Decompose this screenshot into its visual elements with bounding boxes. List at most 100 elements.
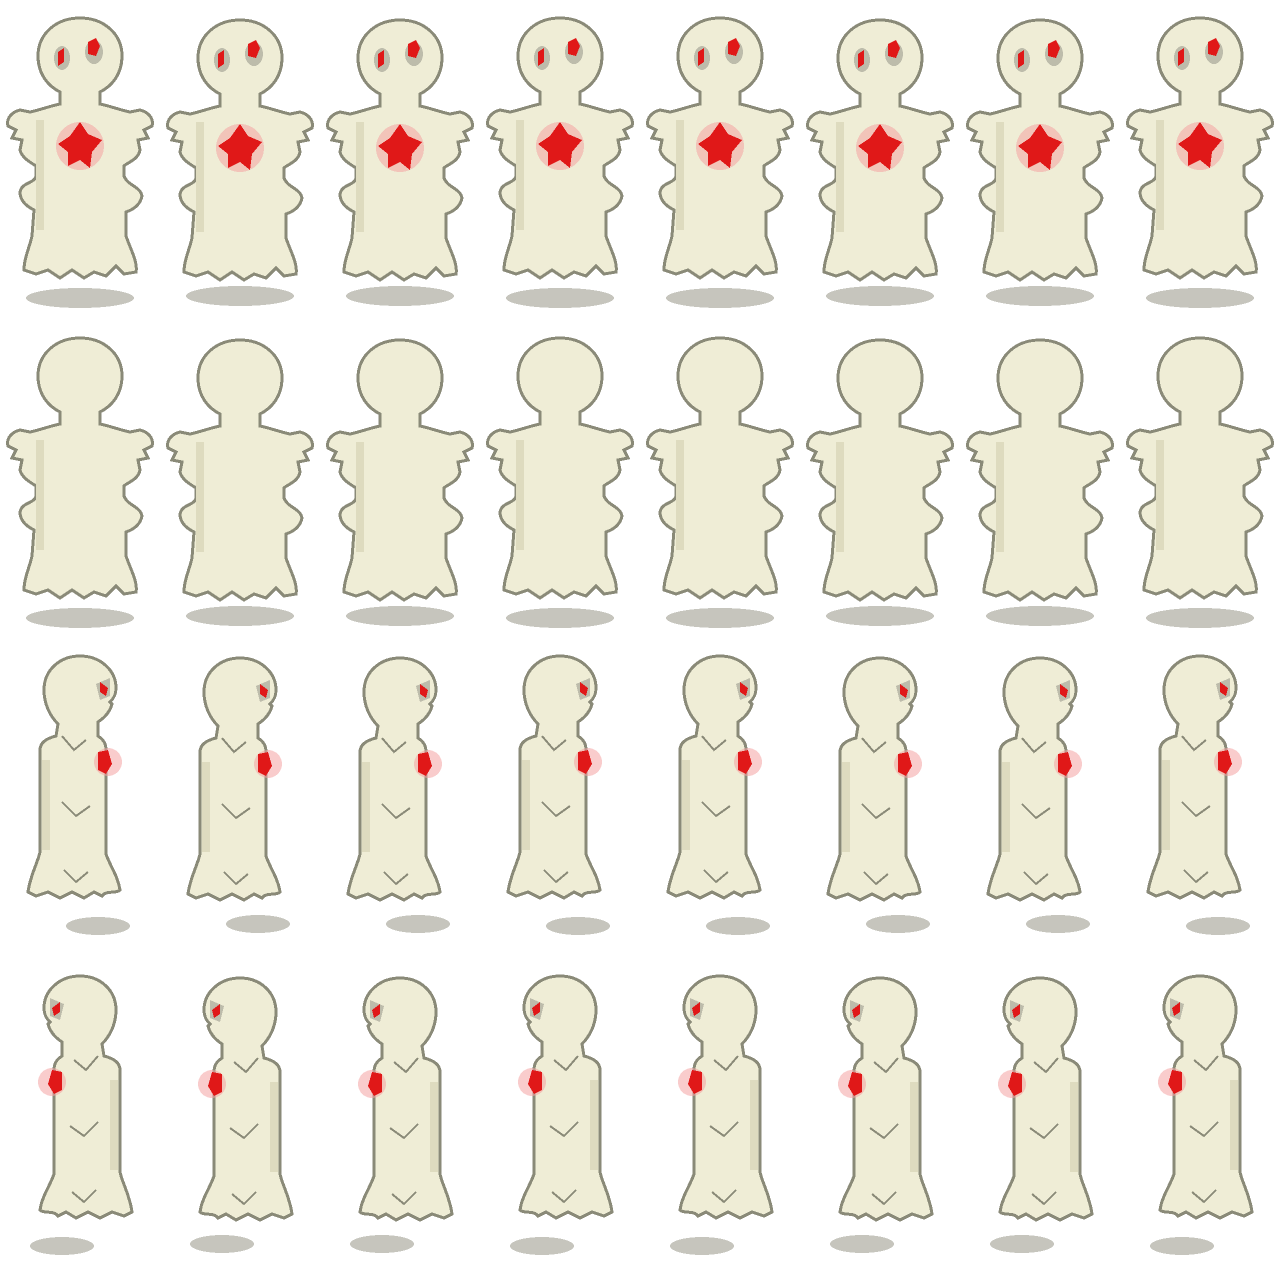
- sprite-frame-left-5: [640, 960, 800, 1280]
- sprite-frame-left-4: [480, 960, 640, 1280]
- ghost-body: [666, 654, 762, 900]
- eye-left: [698, 48, 704, 66]
- eye-left: [218, 50, 224, 68]
- ghost-silhouette: [166, 338, 314, 602]
- ghost-shadow: [506, 288, 614, 308]
- sprite-frame-left-6: [800, 960, 960, 1280]
- ghost-sprite: [830, 976, 934, 1253]
- ghost-sprite: [666, 654, 770, 935]
- fold-line: [863, 871, 889, 886]
- sprite-frame-left-1: [0, 960, 160, 1280]
- sprite-frame-right-5: [640, 640, 800, 960]
- eye-right: [568, 38, 580, 56]
- sprite-frame-left-8: [1120, 960, 1280, 1280]
- body-shade: [996, 122, 1004, 232]
- ghost-body: [806, 18, 954, 282]
- ghost-body: [998, 976, 1094, 1222]
- sprite-frame-right-2: [160, 640, 320, 960]
- ghost-sprite: [646, 16, 794, 308]
- fold-line: [1193, 1055, 1219, 1072]
- fold-line: [221, 737, 247, 754]
- ghost-sprite: [30, 974, 134, 1255]
- ghost-body: [1126, 16, 1274, 280]
- ghost-shadow: [1026, 915, 1090, 933]
- ghost-sprite: [166, 18, 314, 306]
- ghost-silhouette: [826, 656, 922, 902]
- fold-line: [229, 1123, 259, 1140]
- heart: [1218, 750, 1232, 774]
- ghost-shadow: [26, 608, 134, 628]
- ghost-body: [838, 976, 934, 1222]
- ghost-shadow: [1150, 1237, 1214, 1255]
- ghost-body: [486, 336, 634, 600]
- ghost-shadow: [1186, 917, 1250, 935]
- ghost-silhouette: [186, 656, 282, 902]
- ghost-silhouette: [646, 336, 794, 600]
- ghost-silhouette: [326, 338, 474, 602]
- sprite-frame-right-4: [480, 640, 640, 960]
- ghost-sprite: [6, 336, 154, 628]
- ghost-body: [486, 16, 634, 280]
- sprite-frame-down-8: [1120, 0, 1280, 320]
- fold-line: [701, 735, 727, 752]
- ghost-body: [198, 976, 294, 1222]
- fold-line: [869, 1123, 899, 1140]
- ghost-silhouette: [26, 654, 122, 900]
- ghost-silhouette: [358, 976, 454, 1222]
- heart: [688, 1070, 702, 1094]
- fold-line: [1021, 803, 1051, 820]
- ghost-sprite: [186, 656, 290, 933]
- heart: [1058, 752, 1072, 776]
- ghost-sprite: [670, 974, 774, 1255]
- eye-left: [58, 48, 64, 66]
- ghost-body: [678, 974, 774, 1220]
- ghost-shadow: [990, 1235, 1054, 1253]
- heart: [208, 1072, 222, 1096]
- ghost-silhouette: [486, 336, 634, 600]
- heart: [738, 750, 752, 774]
- ghost-sprite: [166, 338, 314, 626]
- heart: [58, 122, 102, 168]
- heart: [578, 750, 592, 774]
- sprite-frame-down-3: [320, 0, 480, 320]
- ghost-shadow: [1146, 608, 1254, 628]
- ghost-body: [186, 656, 282, 902]
- body-shade: [750, 1080, 758, 1170]
- body-shade: [522, 760, 530, 850]
- fold-line: [713, 1055, 739, 1072]
- body-shade: [910, 1082, 918, 1172]
- fold-line: [1029, 1123, 1059, 1140]
- ghost-body: [646, 16, 794, 280]
- heart: [1008, 1072, 1022, 1096]
- eye-right: [88, 38, 100, 56]
- ghost-sprite: [6, 16, 154, 308]
- eye: [52, 1002, 60, 1016]
- fold-line: [861, 737, 887, 754]
- fold-line: [223, 871, 249, 886]
- ghost-shadow: [826, 286, 934, 306]
- body-shade: [590, 1080, 598, 1170]
- eye: [532, 1002, 540, 1016]
- ghost-sprite: [486, 336, 634, 628]
- ghost-shadow: [30, 1237, 94, 1255]
- ghost-sprite: [326, 18, 474, 306]
- fold-line: [1031, 1191, 1057, 1206]
- fold-line: [871, 1191, 897, 1206]
- body-shade: [516, 120, 524, 230]
- ghost-sprite: [190, 976, 294, 1253]
- body-shade: [36, 440, 44, 550]
- ghost-body: [346, 656, 442, 902]
- ghost-shadow: [346, 286, 454, 306]
- heart: [1018, 124, 1062, 170]
- fold-line: [1181, 801, 1211, 818]
- ghost-shadow: [666, 288, 774, 308]
- ghost-shadow: [510, 1237, 574, 1255]
- fold-line: [69, 1121, 99, 1138]
- sprite-frame-up-1: [0, 320, 160, 640]
- ghost-shadow: [186, 606, 294, 626]
- eye-right: [408, 40, 420, 58]
- heart: [218, 124, 262, 170]
- eye: [420, 684, 428, 698]
- fold-line: [381, 737, 407, 754]
- body-shade: [1002, 762, 1010, 852]
